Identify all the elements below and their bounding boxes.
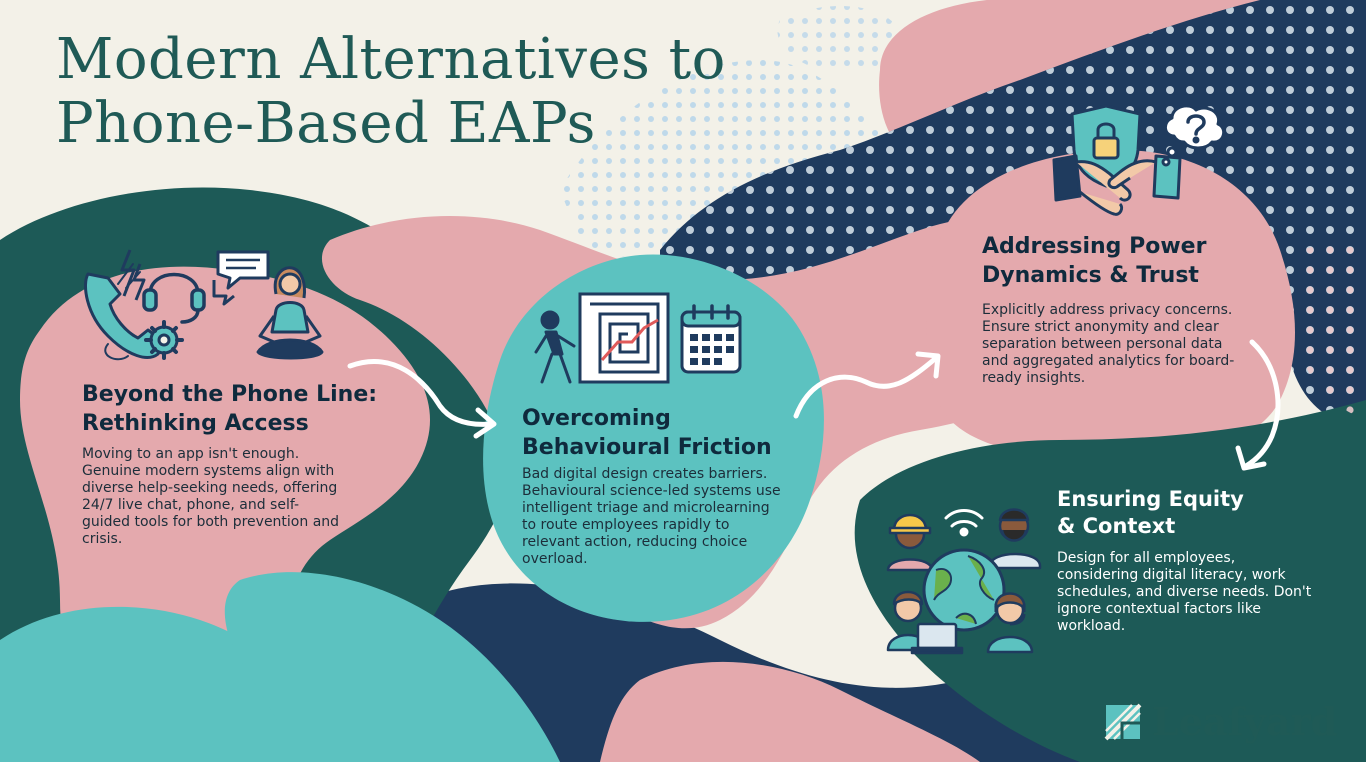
- globe-icon: [922, 548, 1006, 632]
- section-4-body: Design for all employees, considering di…: [1057, 550, 1312, 634]
- section-3-heading: Addressing Power Dynamics & Trust: [982, 232, 1252, 290]
- section-equity-context: Ensuring Equity & Context Design for all…: [1057, 486, 1327, 635]
- leaf-logo-icon: [1104, 703, 1142, 741]
- light-dot-cloud-2: [777, 6, 902, 73]
- section-2-heading-line-1: Overcoming: [522, 406, 671, 431]
- section-1-heading-line-2: Rethinking Access: [82, 411, 309, 436]
- pink-right-mid: [926, 150, 1295, 460]
- brand-name: Leafyard: [1152, 699, 1338, 744]
- hardhat-worker-icon: [886, 513, 934, 572]
- question-bubble-icon: [1161, 104, 1226, 167]
- pink-bottom-right: [600, 661, 980, 762]
- arrow-down-icon: [1235, 339, 1281, 471]
- section-4-icon-group: [886, 508, 1042, 655]
- laptop-user-icon: [886, 590, 964, 655]
- section-3-heading-line-1: Addressing Power: [982, 234, 1207, 259]
- section-1-body: Moving to an app isn't enough. Genuine m…: [82, 446, 340, 547]
- section-4-heading-line-1: Ensuring Equity: [1057, 487, 1244, 511]
- section-2-heading: Overcoming Behavioural Friction: [522, 404, 802, 462]
- section-4-heading: Ensuring Equity & Context: [1057, 486, 1327, 540]
- calendar-icon: [680, 304, 742, 374]
- maze-icon: [578, 292, 670, 384]
- page-title-line-2: Phone-Based EAPs: [56, 91, 596, 156]
- page-title: Modern Alternatives to Phone-Based EAPs: [56, 28, 726, 156]
- lightning-crack-icon: [120, 249, 146, 301]
- bearded-man-icon: [988, 508, 1042, 570]
- teal-lower-left: [0, 606, 360, 762]
- wifi-icon: [944, 509, 984, 537]
- section-2-icon-group: [534, 292, 742, 384]
- chat-bubble-icon: [212, 250, 270, 306]
- arrow-up-right-icon: [793, 351, 941, 419]
- section-behavioural-friction: Overcoming Behavioural Friction Bad digi…: [522, 404, 802, 568]
- section-2-body: Bad digital design creates barriers. Beh…: [522, 466, 781, 567]
- section-1-heading-line-1: Beyond the Phone Line:: [82, 382, 378, 407]
- section-3-body: Explicitly address privacy concerns. Ens…: [982, 302, 1235, 386]
- page-title-line-1: Modern Alternatives to: [56, 27, 726, 92]
- section-3-heading-line-2: Dynamics & Trust: [982, 263, 1199, 288]
- headset-icon: [142, 272, 206, 324]
- section-power-dynamics-trust: Addressing Power Dynamics & Trust Explic…: [982, 232, 1252, 387]
- section-1-heading: Beyond the Phone Line: Rethinking Access: [82, 380, 382, 438]
- meditating-person-icon: [256, 266, 324, 360]
- section-4-heading-line-2: & Context: [1057, 514, 1176, 538]
- gear-icon: [144, 320, 184, 360]
- teal-dot-edge: [1300, 245, 1366, 420]
- dark-teal-right: [854, 400, 1366, 762]
- arrow-right-icon: [347, 359, 497, 439]
- brand-logo: Leafyard: [1104, 700, 1337, 744]
- section-3-icon-group: [1052, 104, 1226, 216]
- section-1-icon-group: [84, 249, 324, 361]
- walking-person-icon: [534, 310, 576, 384]
- section-beyond-phone-line: Beyond the Phone Line: Rethinking Access…: [82, 380, 382, 548]
- teal-lower-mid: [224, 572, 560, 762]
- section-2-heading-line-2: Behavioural Friction: [522, 435, 772, 460]
- handshake-icon: [1052, 154, 1182, 216]
- headset-agent-icon: [986, 592, 1034, 654]
